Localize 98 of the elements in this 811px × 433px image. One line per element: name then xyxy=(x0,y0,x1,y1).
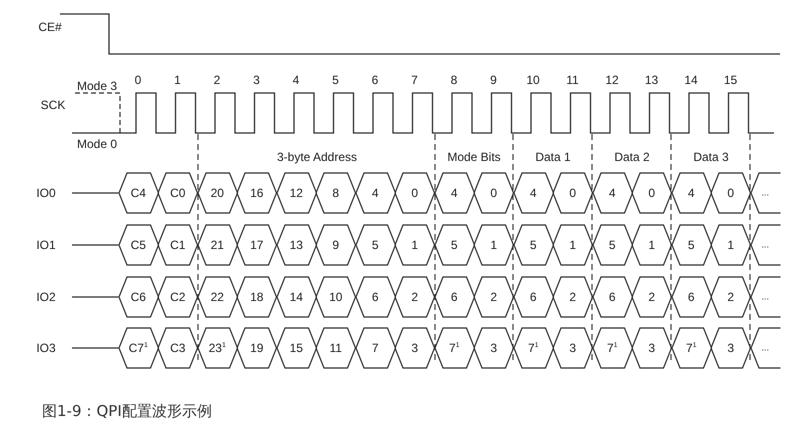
data-cell: 14 xyxy=(276,277,316,317)
clock-number: 14 xyxy=(684,74,698,86)
data-cell: 2 xyxy=(553,277,592,317)
clock-number: 7 xyxy=(411,74,418,86)
signal-name: SCK xyxy=(40,99,66,111)
clock-number: 5 xyxy=(332,74,339,86)
data-cell: 7$^{1}$ xyxy=(434,328,474,368)
data-cell: 5 xyxy=(672,225,711,265)
data-cell: 7$^{1}$ xyxy=(672,328,711,368)
phase-label: Data 2 xyxy=(614,151,650,163)
mode-label: Mode 3 xyxy=(76,80,118,92)
data-cell: C1 xyxy=(158,225,198,265)
data-cell: 7$^{1}$ xyxy=(592,328,632,368)
open-data-cell: ... xyxy=(750,277,780,317)
data-cell: 13 xyxy=(276,225,316,265)
data-cell: 5 xyxy=(514,225,553,265)
clock-number: 0 xyxy=(134,74,142,86)
data-cell: 0 xyxy=(711,173,750,213)
data-cell: 18 xyxy=(237,277,276,317)
clock-number: 11 xyxy=(566,74,579,86)
data-cell: 6 xyxy=(434,277,474,317)
data-cell: 2 xyxy=(395,277,434,317)
data-cell: 16 xyxy=(237,173,276,213)
clock-number: 12 xyxy=(605,74,619,86)
data-cell: 23$^{1}$ xyxy=(198,328,237,368)
data-cell: 0 xyxy=(474,173,514,213)
open-data-cell: ... xyxy=(750,225,780,265)
signal-name: IO0 xyxy=(36,187,56,199)
data-cell: 17 xyxy=(237,225,276,265)
data-cell: 2 xyxy=(632,277,672,317)
clock-number: 6 xyxy=(372,74,378,86)
data-cell: 3 xyxy=(474,328,514,368)
data-cell: 6 xyxy=(592,277,632,317)
data-cell: 7 xyxy=(356,328,395,368)
clock-number: 9 xyxy=(490,74,497,86)
open-data-cell: ... xyxy=(750,328,780,368)
data-cell: 2 xyxy=(711,277,750,317)
data-cell: 1 xyxy=(395,225,434,265)
data-cell: C3 xyxy=(158,328,198,368)
data-cell: 3 xyxy=(553,328,592,368)
phase-label: Data 3 xyxy=(693,151,729,163)
signal-name: CE# xyxy=(38,21,62,33)
signal-name: IO2 xyxy=(36,291,56,303)
phase-label: Mode Bits xyxy=(447,151,501,163)
clock-number: 8 xyxy=(450,74,458,86)
phase-label: Data 1 xyxy=(535,151,571,163)
data-cell: 20 xyxy=(198,173,237,213)
data-cell: C4 xyxy=(118,173,158,213)
clock-number: 3 xyxy=(253,74,260,86)
data-cell: 6 xyxy=(672,277,711,317)
data-cell: 8 xyxy=(316,173,356,213)
data-cell: 5 xyxy=(434,225,474,265)
data-cell: 1 xyxy=(632,225,672,265)
clock-number: 1 xyxy=(174,74,181,86)
clock-number: 2 xyxy=(214,74,220,86)
clock-number: 13 xyxy=(644,74,658,86)
mode-label: Mode 0 xyxy=(76,138,118,150)
data-cell: C5 xyxy=(118,225,158,265)
data-cell: 7$^{1}$ xyxy=(514,328,553,368)
data-cell: 11 xyxy=(316,328,356,368)
data-cell: 12 xyxy=(276,173,316,213)
data-cell: 21 xyxy=(198,225,237,265)
data-cell: 4 xyxy=(592,173,632,213)
data-cell: 4 xyxy=(356,173,395,213)
data-cell: 4 xyxy=(434,173,474,213)
data-cell: C2 xyxy=(158,277,198,317)
data-cell: 6 xyxy=(514,277,553,317)
data-cell: 15 xyxy=(276,328,316,368)
clock-number: 15 xyxy=(724,74,738,86)
data-cell: 0 xyxy=(395,173,434,213)
data-cell: 5 xyxy=(356,225,395,265)
data-cell: 10 xyxy=(316,277,356,317)
data-cell: 4 xyxy=(672,173,711,213)
data-cell: 19 xyxy=(237,328,276,368)
data-cell: 4 xyxy=(514,173,553,213)
data-cell: 3 xyxy=(711,328,750,368)
data-cell: 0 xyxy=(553,173,592,213)
data-cell: C7$^{1}$ xyxy=(118,328,158,368)
data-cell: 22 xyxy=(198,277,237,317)
data-cell: 2 xyxy=(474,277,514,317)
clock-number: 4 xyxy=(292,74,300,86)
data-cell: 1 xyxy=(474,225,514,265)
data-cell: 6 xyxy=(356,277,395,317)
data-cell: C0 xyxy=(158,173,198,213)
data-cell: 1 xyxy=(553,225,592,265)
data-cell: 5 xyxy=(592,225,632,265)
data-cell: 3 xyxy=(632,328,672,368)
data-cell: 0 xyxy=(632,173,672,213)
figure-caption: 图1-9：QPI配置波形示例 xyxy=(42,402,212,421)
phase-label: 3-byte Address xyxy=(276,151,358,163)
signal-name: IO1 xyxy=(36,239,56,251)
clock-number: 10 xyxy=(526,74,540,86)
data-cell: C6 xyxy=(118,277,158,317)
data-cell: 1 xyxy=(711,225,750,265)
open-data-cell: ... xyxy=(750,173,780,213)
signal-name: IO3 xyxy=(36,342,56,354)
data-cell: 3 xyxy=(395,328,434,368)
data-cell: 9 xyxy=(316,225,356,265)
